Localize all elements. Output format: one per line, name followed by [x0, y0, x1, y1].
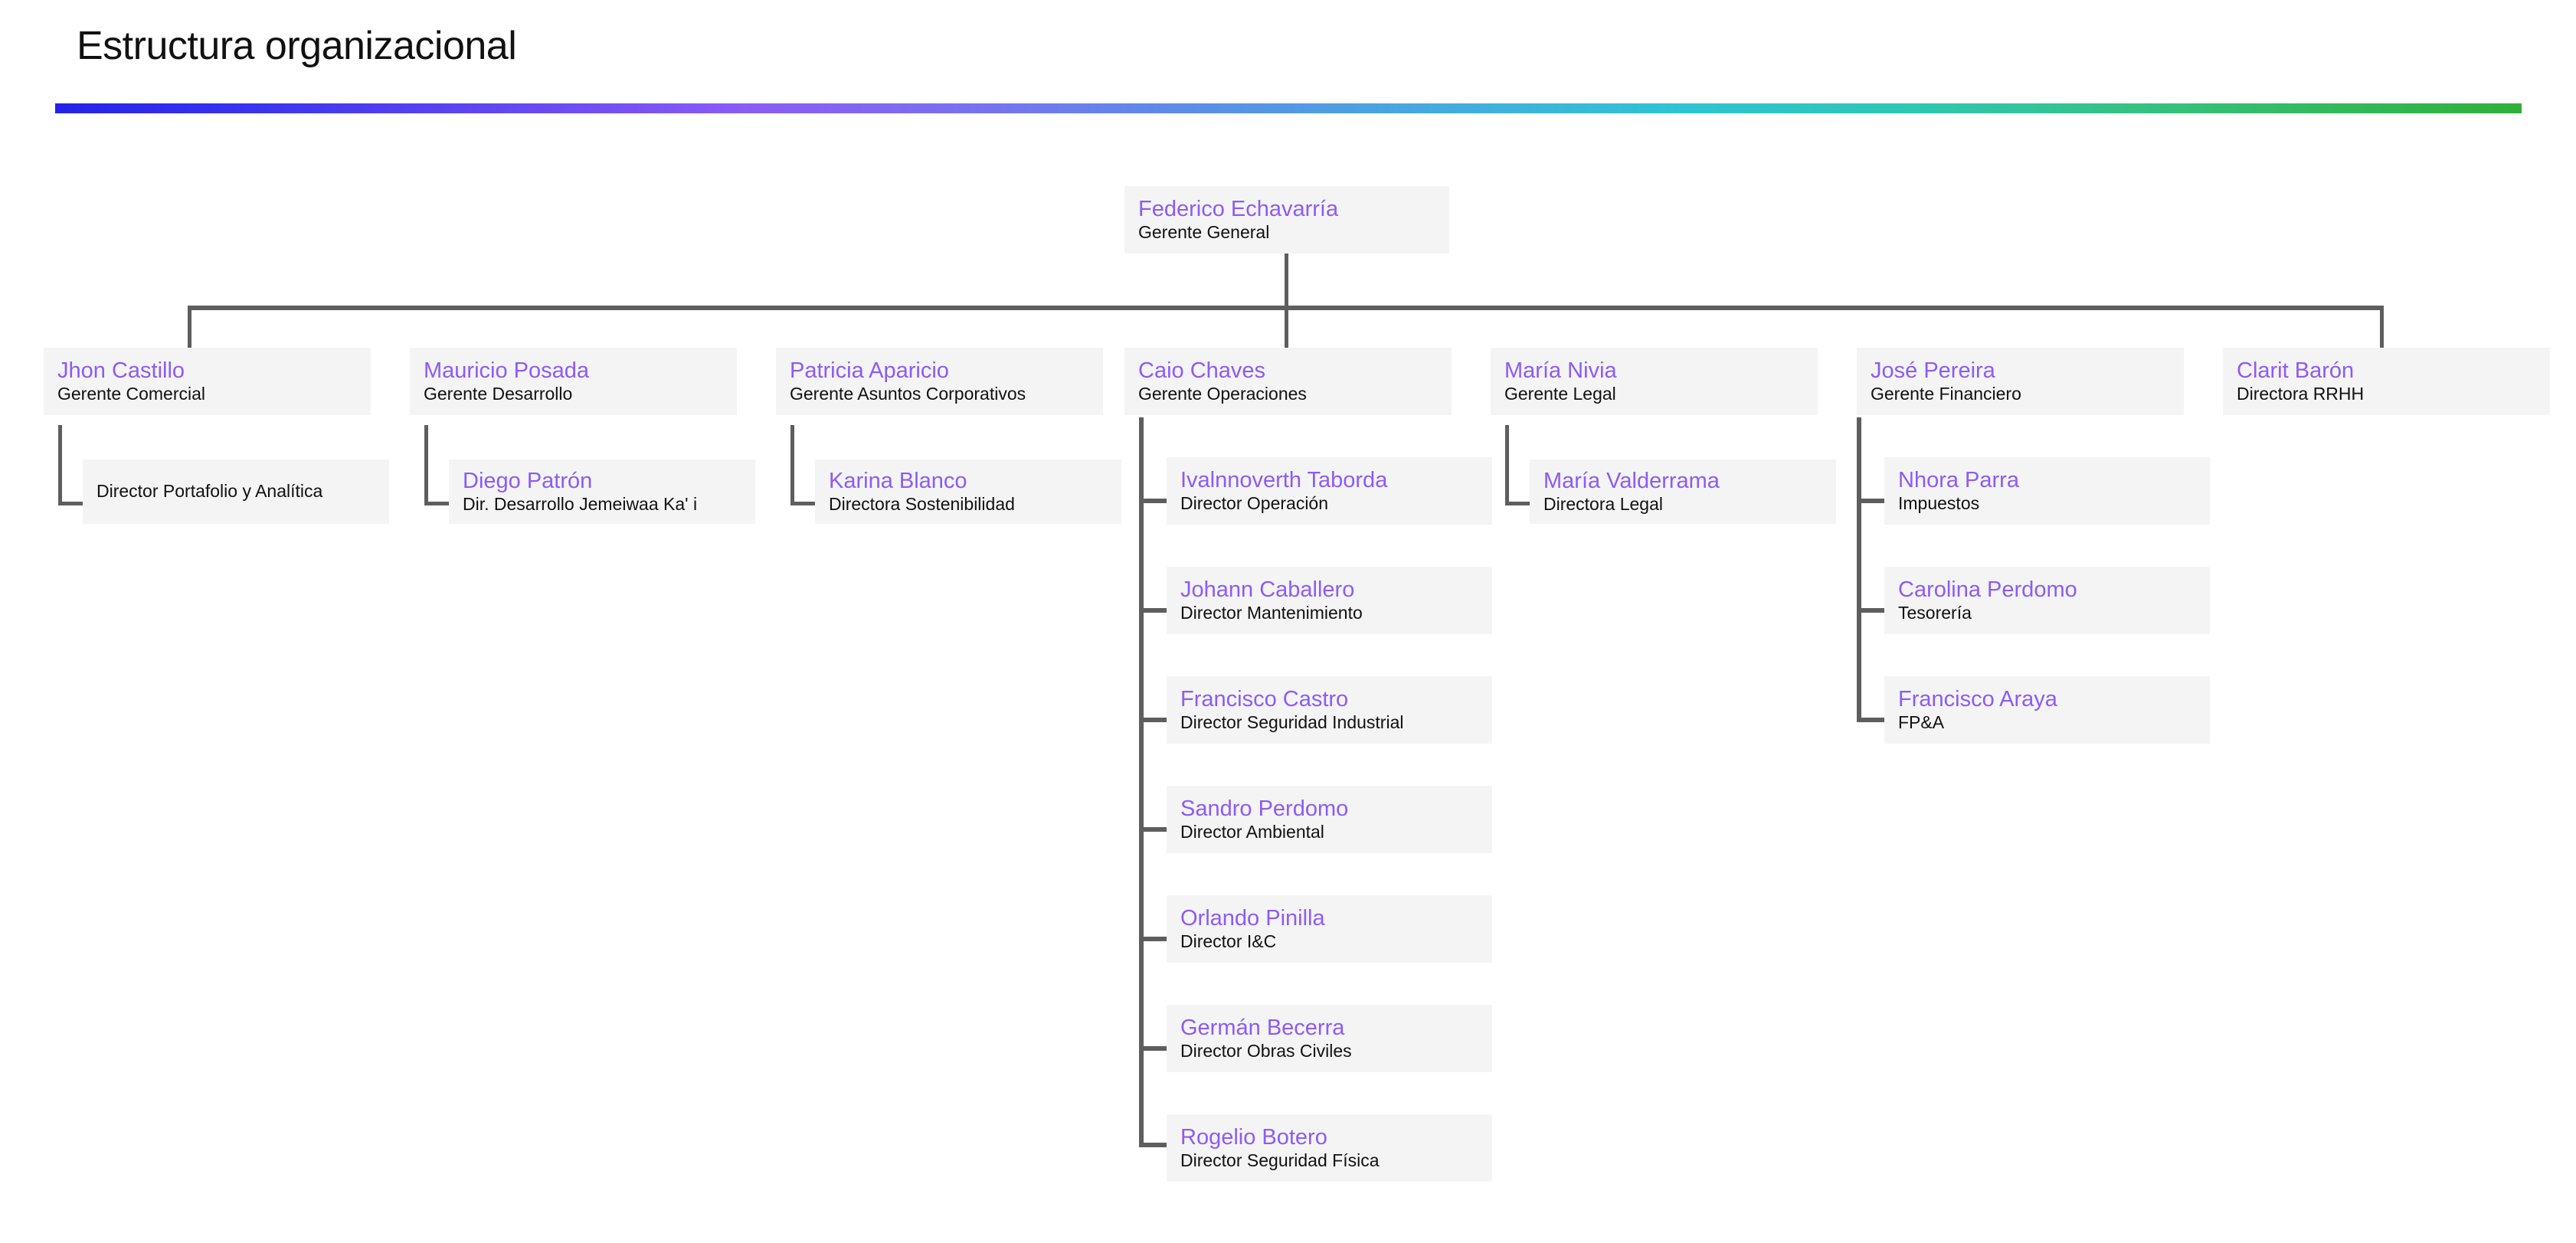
connector-stub-operaciones-2: [1139, 608, 1167, 613]
org-node-manager-desarrollo[interactable]: Mauricio Posada Gerente Desarrollo: [410, 348, 737, 415]
connector-drop-center: [1285, 306, 1288, 348]
org-node-directora-sostenibilidad[interactable]: Karina Blanco Directora Sostenibilidad: [815, 460, 1121, 524]
node-name: Germán Becerra: [1180, 1016, 1345, 1041]
connector-trunk-legal: [1505, 425, 1509, 505]
org-node-director-obras-civiles[interactable]: Germán Becerra Director Obras Civiles: [1167, 1005, 1492, 1072]
node-title: Director Seguridad Industrial: [1180, 712, 1404, 733]
connector-trunk-operaciones: [1139, 417, 1144, 1147]
node-title: Gerente Asuntos Corporativos: [790, 384, 1026, 404]
connector-trunk-asuntos: [790, 425, 794, 505]
node-title: FP&A: [1898, 712, 1945, 733]
connector-stub-financiero-2: [1857, 608, 1884, 613]
node-name: Patricia Aparicio: [790, 358, 949, 384]
org-node-manager-financiero[interactable]: José Pereira Gerente Financiero: [1857, 348, 2184, 415]
node-title: Director Mantenimiento: [1180, 603, 1363, 623]
node-title: Gerente Operaciones: [1138, 384, 1307, 404]
node-name: Orlando Pinilla: [1180, 906, 1325, 931]
connector-stub-financiero-3: [1857, 718, 1884, 722]
org-node-director-portafolio[interactable]: Director Portafolio y Analítica: [83, 460, 389, 524]
connector-stub-desarrollo-1: [424, 502, 449, 505]
gradient-accent-bar: [55, 103, 2522, 113]
org-node-manager-legal[interactable]: María Nivia Gerente Legal: [1491, 348, 1818, 415]
connector-trunk-financiero: [1857, 417, 1861, 722]
node-title: Director Obras Civiles: [1180, 1041, 1352, 1061]
connector-stub-operaciones-3: [1139, 718, 1167, 722]
node-title: Dir. Desarrollo Jemeiwaa Ka' i: [463, 494, 698, 515]
node-title: Director Operación: [1180, 493, 1329, 514]
connector-stub-operaciones-4: [1139, 827, 1167, 832]
org-node-director-seguridad-fisica[interactable]: Rogelio Botero Director Seguridad Física: [1167, 1114, 1492, 1182]
node-title: Impuestos: [1898, 493, 1980, 514]
node-title: Director Seguridad Física: [1180, 1150, 1380, 1171]
connector-stub-legal-1: [1505, 502, 1530, 505]
node-name: Clarit Barón: [2237, 358, 2355, 384]
connector-stub-comercial-1: [58, 502, 83, 505]
node-name: Diego Patrón: [463, 469, 593, 494]
connector-drop-left: [188, 306, 191, 348]
node-title: Gerente Comercial: [57, 384, 206, 404]
node-name: Francisco Castro: [1180, 687, 1349, 712]
connector-drop-right: [2380, 306, 2384, 348]
connector-trunk-desarrollo: [424, 425, 428, 505]
node-name: Rogelio Botero: [1180, 1125, 1327, 1150]
node-title: Gerente Financiero: [1871, 384, 2021, 404]
page-title: Estructura organizacional: [77, 24, 517, 68]
org-node-director-seguridad-industrial[interactable]: Francisco Castro Director Seguridad Indu…: [1167, 676, 1492, 744]
node-name: Francisco Araya: [1898, 687, 2057, 712]
node-name: Karina Blanco: [829, 469, 967, 494]
org-node-manager-rrhh[interactable]: Clarit Barón Directora RRHH: [2223, 348, 2550, 415]
org-node-fpa[interactable]: Francisco Araya FP&A: [1884, 676, 2210, 744]
node-name: María Valderrama: [1543, 469, 1720, 494]
org-node-directora-legal[interactable]: María Valderrama Directora Legal: [1530, 460, 1836, 524]
connector-stub-operaciones-1: [1139, 499, 1167, 503]
org-node-impuestos[interactable]: Nhora Parra Impuestos: [1884, 457, 2210, 525]
node-title: Gerente Desarrollo: [424, 384, 573, 404]
node-name: Mauricio Posada: [424, 358, 589, 384]
connector-stub-operaciones-5: [1139, 937, 1167, 941]
org-node-director-desarrollo-jemeiwaa[interactable]: Diego Patrón Dir. Desarrollo Jemeiwaa Ka…: [449, 460, 755, 524]
node-title: Directora Legal: [1543, 494, 1663, 515]
node-name: Federico Echavarría: [1138, 197, 1339, 222]
connector-stub-asuntos-1: [790, 502, 815, 505]
org-node-manager-comercial[interactable]: Jhon Castillo Gerente Comercial: [44, 348, 371, 415]
node-title: Gerente General: [1138, 222, 1270, 243]
node-name: Ivalnnoverth Taborda: [1180, 468, 1388, 493]
connector-root-stem: [1285, 254, 1288, 309]
node-name: Nhora Parra: [1898, 468, 2019, 493]
node-title: Director Portafolio y Analítica: [97, 481, 323, 502]
node-name: José Pereira: [1871, 358, 1995, 384]
node-name: Sandro Perdomo: [1180, 797, 1349, 822]
connector-trunk-comercial: [58, 425, 62, 505]
connector-stub-financiero-1: [1857, 499, 1884, 503]
connector-stub-operaciones-7: [1139, 1143, 1167, 1147]
node-title: Gerente Legal: [1504, 384, 1616, 404]
node-title: Tesorería: [1898, 603, 1972, 623]
org-node-director-operacion[interactable]: Ivalnnoverth Taborda Director Operación: [1167, 457, 1492, 525]
node-title: Director Ambiental: [1180, 822, 1324, 842]
connector-stub-operaciones-6: [1139, 1046, 1167, 1051]
node-name: Caio Chaves: [1138, 358, 1266, 384]
org-node-manager-asuntos-corporativos[interactable]: Patricia Aparicio Gerente Asuntos Corpor…: [776, 348, 1103, 415]
node-title: Directora Sostenibilidad: [829, 494, 1015, 515]
org-node-root[interactable]: Federico Echavarría Gerente General: [1124, 186, 1449, 254]
org-node-director-ambiental[interactable]: Sandro Perdomo Director Ambiental: [1167, 786, 1492, 853]
node-name: María Nivia: [1504, 358, 1617, 384]
org-node-director-iyc[interactable]: Orlando Pinilla Director I&C: [1167, 895, 1492, 963]
node-title: Director I&C: [1180, 931, 1277, 952]
node-name: Carolina Perdomo: [1898, 577, 2077, 603]
node-name: Jhon Castillo: [57, 358, 185, 384]
org-node-director-mantenimiento[interactable]: Johann Caballero Director Mantenimiento: [1167, 567, 1492, 634]
node-title: Directora RRHH: [2237, 384, 2365, 404]
node-name: Johann Caballero: [1180, 577, 1355, 603]
org-node-manager-operaciones[interactable]: Caio Chaves Gerente Operaciones: [1124, 348, 1452, 415]
org-node-tesoreria[interactable]: Carolina Perdomo Tesorería: [1884, 567, 2210, 634]
